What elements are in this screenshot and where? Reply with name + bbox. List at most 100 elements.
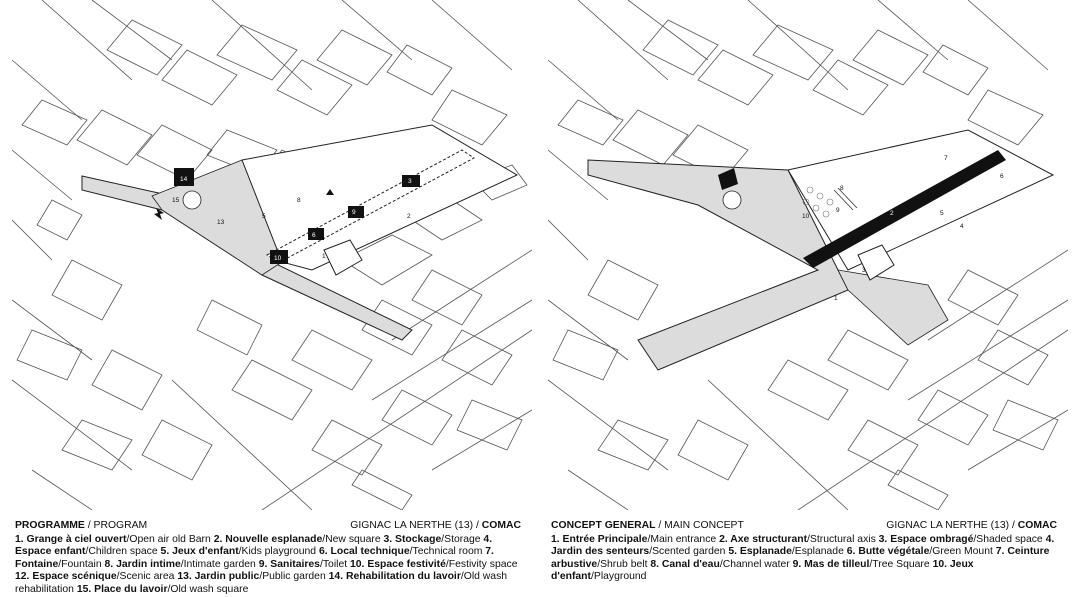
map-label-9: 9 (352, 209, 356, 216)
legend-item-term: 8. Jardin intime (104, 558, 181, 570)
legend-item-term: 12. Espace scénique (15, 571, 117, 583)
volume-3 (402, 175, 420, 187)
concept-map-numbers: 7 6 8 9 10 2 5 4 1 3 (802, 155, 1004, 302)
legend-item-term: 4. Jardin des senteurs (551, 533, 1055, 558)
program-location: GIGNAC LA NERTHE (13) / COMAC (350, 520, 521, 531)
legend-item-term: 2. Axe structurant (719, 533, 808, 545)
legend-item-term: 14. Rehabilitation du lavoir (328, 571, 461, 583)
legend-item-term: 9. Sanitaires (258, 558, 320, 570)
legend-item-translation: /Toilet (319, 558, 350, 570)
concept-title: CONCEPT GENERAL / MAIN CONCEPT (551, 520, 744, 531)
map-label-3: 3 (862, 267, 866, 274)
legend-item-translation: /Open air old Barn (126, 533, 214, 545)
map-label-8: 8 (840, 185, 844, 192)
legend-item-translation: /Esplanade (791, 546, 847, 558)
program-axonometric-map: 14 15 13 5 8 1 2 3 6 9 10 (12, 0, 532, 510)
street-lines (548, 0, 1068, 510)
program-legend: 1. Grange à ciel ouvert/Open air old Bar… (15, 534, 521, 597)
program-caption-header: PROGRAMME / PROGRAM GIGNAC LA NERTHE (13… (15, 520, 521, 533)
map-label-2: 2 (407, 213, 411, 220)
map-label-7: 7 (944, 155, 948, 162)
arrow-down-left-icon (154, 208, 164, 220)
program-volumes (174, 168, 420, 264)
legend-item-translation: /Main entrance (647, 533, 720, 545)
program-map-drawing: 14 15 13 5 8 1 2 3 6 9 10 (12, 0, 532, 510)
legend-item-term: 5. Jeux d'enfant (160, 546, 239, 558)
program-title: PROGRAMME / PROGRAM (15, 520, 148, 531)
concept-legend: 1. Entrée Principale/Main entrance 2. Ax… (551, 534, 1057, 584)
volume-9 (348, 206, 364, 218)
concept-axonometric-map: 7 6 8 9 10 2 5 4 1 3 (548, 0, 1068, 510)
arrow-up-icon (322, 189, 334, 205)
legend-item-term: 5. Esplanade (728, 546, 792, 558)
map-label-10: 10 (802, 213, 810, 220)
map-label-9: 9 (836, 207, 840, 214)
legend-item-term: 4. Espace enfant (15, 533, 493, 558)
legend-item-translation: /Festivity space (445, 558, 518, 570)
map-label-1: 1 (834, 295, 838, 302)
legend-item-translation: /Scented garden (649, 546, 729, 558)
legend-item-translation: /Old wash square (167, 583, 249, 595)
legend-item-translation: /Playground (591, 571, 647, 583)
legend-item-translation: /Public garden (259, 571, 329, 583)
legend-item-translation: /Shaded space (973, 533, 1046, 545)
legend-item-term: 7. Ceinture arbustive (551, 546, 1050, 570)
fountain (182, 190, 202, 210)
map-label-6: 6 (312, 232, 316, 239)
map-label-8: 8 (297, 197, 301, 204)
entrance-plaza (837, 269, 949, 346)
legend-item-translation: /Tree Square (869, 558, 933, 570)
wash-volume (718, 168, 738, 190)
legend-item-term: 8. Canal d'eau (650, 558, 720, 570)
volume-6 (270, 250, 288, 264)
legend-item-term: 3. Stockage (383, 533, 442, 545)
legend-item-term: 10. Espace festivité (350, 558, 446, 570)
legend-item-term: 1. Grange à ciel ouvert (15, 533, 127, 545)
program-caption: PROGRAMME / PROGRAM GIGNAC LA NERTHE (13… (15, 520, 521, 597)
structural-axis-bar (803, 150, 1006, 268)
legend-item-translation: /Channel water (719, 558, 793, 570)
map-label-3: 3 (408, 178, 412, 185)
program-panel: 14 15 13 5 8 1 2 3 6 9 10 PROGRAMME / PR… (12, 0, 532, 596)
legend-item-translation: /Structural axis (807, 533, 879, 545)
water-channel (833, 187, 858, 211)
concept-panel: 7 6 8 9 10 2 5 4 1 3 CONCEPT GENERAL / M… (548, 0, 1068, 596)
concept-caption-header: CONCEPT GENERAL / MAIN CONCEPT GIGNAC LA… (551, 520, 1057, 533)
legend-item-translation: /New square (322, 533, 384, 545)
legend-item-translation: /Technical room (409, 546, 486, 558)
map-label-1: 1 (322, 253, 326, 260)
volume-14 (174, 168, 194, 186)
volume-6b (308, 228, 324, 240)
legend-item-translation: /Intimate garden (180, 558, 259, 570)
map-label-5: 5 (940, 210, 944, 217)
main-esplanade (587, 159, 849, 371)
legend-item-term: 1. Entrée Principale (551, 533, 648, 545)
legend-item-translation: /Green Mount (929, 546, 996, 558)
map-label-2: 2 (890, 210, 894, 217)
program-map-numbers: 14 15 13 5 8 1 2 3 6 9 10 (172, 176, 412, 262)
tree-grid (802, 186, 834, 218)
legend-item-translation: /Shrub belt (597, 558, 651, 570)
map-label-15: 15 (172, 197, 180, 204)
map-label-13: 13 (217, 219, 225, 226)
legend-item-term: 3. Espace ombragé (878, 533, 974, 545)
legend-item-term: 6. Butte végétale (846, 546, 930, 558)
legend-item-term: 15. Place du lavoir (76, 583, 168, 595)
map-label-5: 5 (262, 213, 266, 220)
fountain (722, 190, 742, 210)
legend-item-translation: /Kids playground (238, 546, 319, 558)
barn-volume (857, 244, 895, 281)
legend-item-term: 10. Jeux d'enfant (551, 558, 974, 583)
legend-item-term: 13. Jardin public (177, 571, 260, 583)
concept-location: GIGNAC LA NERTHE (13) / COMAC (886, 520, 1057, 531)
old-barn-volume (323, 239, 363, 276)
legend-item-term: 9. Mas de tilleul (792, 558, 870, 570)
legend-item-term: 7. Fontaine (15, 546, 494, 570)
legend-item-term: 6. Local technique (318, 546, 410, 558)
legend-item-translation: /Children space (85, 546, 161, 558)
legend-item-translation: /Scenic area (116, 571, 178, 583)
map-label-14: 14 (180, 176, 188, 183)
map-label-10: 10 (274, 255, 282, 262)
legend-item-translation: /Storage (441, 533, 484, 545)
concept-caption: CONCEPT GENERAL / MAIN CONCEPT GIGNAC LA… (551, 520, 1057, 584)
